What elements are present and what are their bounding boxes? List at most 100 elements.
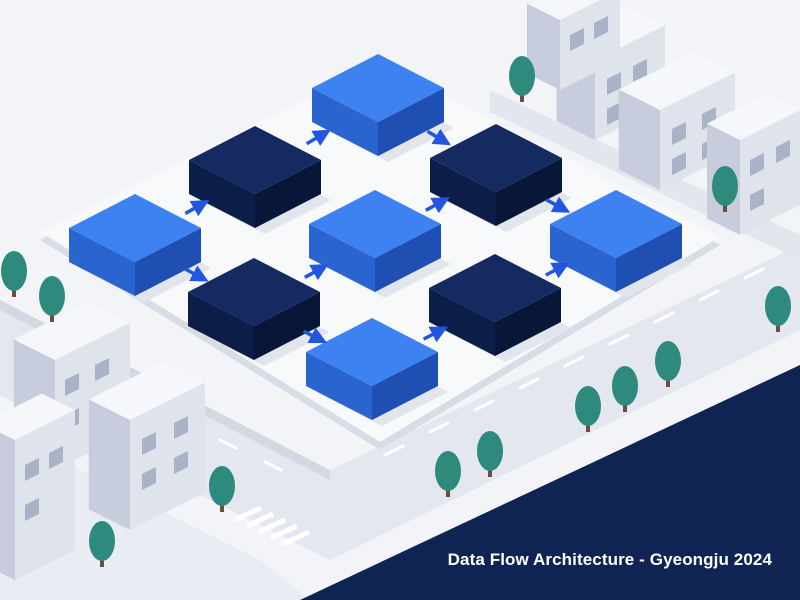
- building-window: [142, 432, 156, 455]
- building-window: [25, 498, 39, 521]
- tree: [765, 286, 791, 332]
- flow-node-n4: [188, 258, 330, 366]
- building-roof: [707, 93, 800, 140]
- block-side-right: [372, 352, 438, 420]
- lane-marking: [608, 333, 630, 346]
- block-top: [188, 258, 320, 326]
- building-window: [607, 72, 621, 95]
- block-side-left: [188, 292, 254, 360]
- block-side-right: [254, 292, 320, 360]
- tree-crown: [765, 286, 791, 326]
- crosswalk-stripe: [269, 523, 299, 541]
- building-window: [25, 458, 39, 481]
- building-front-left-3: [0, 393, 75, 580]
- lane-marking: [653, 311, 675, 324]
- block-side-left: [309, 224, 375, 292]
- flow-node-n6: [430, 124, 572, 232]
- block-top: [309, 190, 441, 258]
- flow-arrow: [184, 265, 209, 282]
- tree-crown: [209, 466, 235, 506]
- building-window: [672, 122, 686, 145]
- tree: [655, 341, 681, 387]
- building-window: [142, 467, 156, 490]
- lane-marking: [698, 289, 720, 302]
- flow-node-n1: [69, 194, 211, 302]
- tree-crown: [39, 276, 65, 316]
- building-roof: [88, 361, 205, 420]
- tree-crown: [89, 521, 115, 561]
- lane-marking: [428, 421, 450, 434]
- building-window: [174, 416, 188, 439]
- flow-node-n3: [312, 54, 454, 162]
- block-side-left: [312, 88, 378, 156]
- block-side-left: [189, 160, 255, 228]
- flow-arrow: [545, 196, 571, 213]
- lane-marking: [743, 267, 765, 280]
- flow-node-n8: [429, 254, 571, 362]
- diagram-caption: Data Flow Architecture - Gyeongju 2024: [447, 550, 772, 569]
- tree: [575, 386, 601, 432]
- flow-node-n9: [550, 190, 692, 298]
- tree-crown: [575, 386, 601, 426]
- building-window: [594, 16, 608, 39]
- block-top: [69, 194, 201, 262]
- flow-node-n7: [306, 318, 448, 426]
- block-side-left: [69, 228, 135, 296]
- building-roof: [13, 301, 130, 360]
- tree: [477, 431, 503, 477]
- building-back-right-0: [527, 0, 620, 90]
- block-top: [189, 126, 321, 194]
- building-window: [776, 140, 790, 163]
- block-side-right: [496, 158, 562, 226]
- tree-crown: [655, 341, 681, 381]
- block-top: [429, 254, 561, 322]
- tree: [1, 251, 27, 297]
- building-window: [49, 446, 63, 469]
- tree: [39, 276, 65, 322]
- tree: [209, 466, 235, 512]
- lane-marking: [218, 438, 238, 450]
- flow-arrow: [426, 128, 451, 146]
- tree: [612, 366, 638, 412]
- tree: [435, 451, 461, 497]
- building-back-right-3: [707, 93, 800, 235]
- lane-marking: [383, 444, 405, 457]
- building-wall-right: [527, 3, 560, 90]
- tree-crown: [1, 251, 27, 291]
- tree: [509, 56, 535, 102]
- flow-arrow: [422, 326, 448, 343]
- crosswalk-stripe: [281, 529, 311, 547]
- lane-marking: [263, 460, 283, 472]
- block-side-left: [429, 288, 495, 356]
- building-window: [750, 188, 764, 211]
- building-front-left-2: [88, 361, 205, 530]
- block-side-left: [430, 158, 496, 226]
- building-window: [174, 451, 188, 474]
- tree: [89, 521, 115, 567]
- flow-arrow: [184, 199, 210, 217]
- building-roof: [527, 0, 600, 20]
- building-roof: [618, 51, 735, 110]
- block-side-right: [616, 224, 682, 292]
- lane-marking: [563, 355, 585, 368]
- building-wall-right: [618, 89, 660, 190]
- building-window: [65, 373, 79, 396]
- block-top: [306, 318, 438, 386]
- building-window: [95, 358, 109, 381]
- block-side-left: [550, 224, 616, 292]
- building-roof: [0, 393, 75, 440]
- flow-node-n2: [189, 126, 331, 234]
- block-side-right: [135, 228, 201, 296]
- lane-marking: [518, 377, 540, 390]
- tree-crown: [612, 366, 638, 406]
- block-top: [550, 190, 682, 258]
- block-side-right: [255, 160, 321, 228]
- tree-crown: [712, 166, 738, 206]
- block-side-right: [375, 224, 441, 292]
- flow-arrow: [424, 197, 450, 214]
- flow-edges: [184, 128, 571, 344]
- block-side-right: [378, 88, 444, 156]
- building-window: [633, 59, 647, 82]
